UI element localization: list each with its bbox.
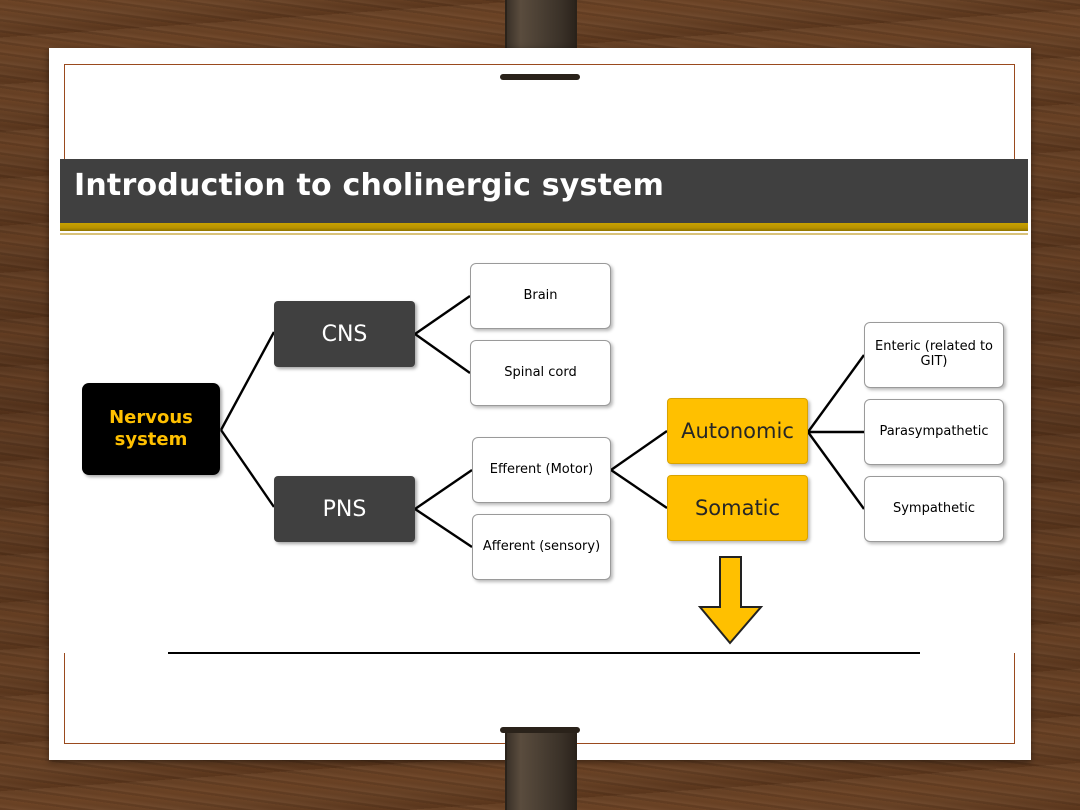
line-pns-afferent: [414, 508, 473, 548]
line-autonomic-enteric: [807, 354, 865, 433]
line-cns-brain: [414, 295, 471, 335]
node-sympathetic: Sympathetic: [864, 476, 1004, 542]
line-pns-efferent: [414, 469, 473, 510]
top-strap-clip: [500, 74, 580, 80]
line-root-pns: [220, 429, 275, 508]
node-cns: CNS: [274, 301, 415, 367]
node-pns-label: PNS: [322, 496, 367, 522]
node-spinal-cord-label: Spinal cord: [504, 364, 577, 380]
down-arrow-icon: [697, 556, 764, 645]
line-root-cns: [219, 331, 276, 431]
node-enteric-label: Enteric (related to GIT): [874, 339, 994, 369]
node-efferent: Efferent (Motor): [472, 437, 611, 503]
line-cns-spinal: [414, 333, 471, 374]
bottom-strap: [505, 730, 577, 810]
node-efferent-label: Efferent (Motor): [489, 461, 594, 477]
node-cns-label: CNS: [321, 321, 368, 347]
node-enteric: Enteric (related to GIT): [864, 322, 1004, 388]
node-afferent: Afferent (sensory): [472, 514, 611, 580]
line-autonomic-sympathetic: [807, 431, 865, 510]
slide-bottom-rule: [168, 652, 920, 654]
node-somatic: Somatic: [667, 475, 808, 541]
title-underline: [60, 223, 1028, 231]
node-parasympathetic-label: Parasympathetic: [879, 423, 989, 439]
connector-lines: [219, 295, 865, 645]
title-underline-thin: [60, 233, 1028, 235]
node-sympathetic-label: Sympathetic: [892, 500, 976, 516]
node-brain-label: Brain: [523, 287, 558, 303]
slide-title: Introduction to cholinergic system: [74, 168, 665, 203]
line-efferent-autonomic: [610, 430, 668, 471]
title-bar: Introduction to cholinergic system: [60, 159, 1028, 223]
node-afferent-label: Afferent (sensory): [482, 538, 601, 554]
node-nervous-system: Nervous system: [82, 383, 220, 475]
node-pns: PNS: [274, 476, 415, 542]
slide-image: Introduction to cholinergic system Nervo…: [60, 159, 1028, 653]
node-spinal-cord: Spinal cord: [470, 340, 611, 406]
node-autonomic: Autonomic: [667, 398, 808, 464]
node-brain: Brain: [470, 263, 611, 329]
node-autonomic-label: Autonomic: [681, 419, 794, 443]
bottom-strap-clip: [500, 727, 580, 733]
node-nervous-system-label: Nervous system: [109, 406, 193, 451]
node-parasympathetic: Parasympathetic: [864, 399, 1004, 465]
line-efferent-somatic: [610, 469, 668, 509]
node-somatic-label: Somatic: [694, 496, 781, 520]
